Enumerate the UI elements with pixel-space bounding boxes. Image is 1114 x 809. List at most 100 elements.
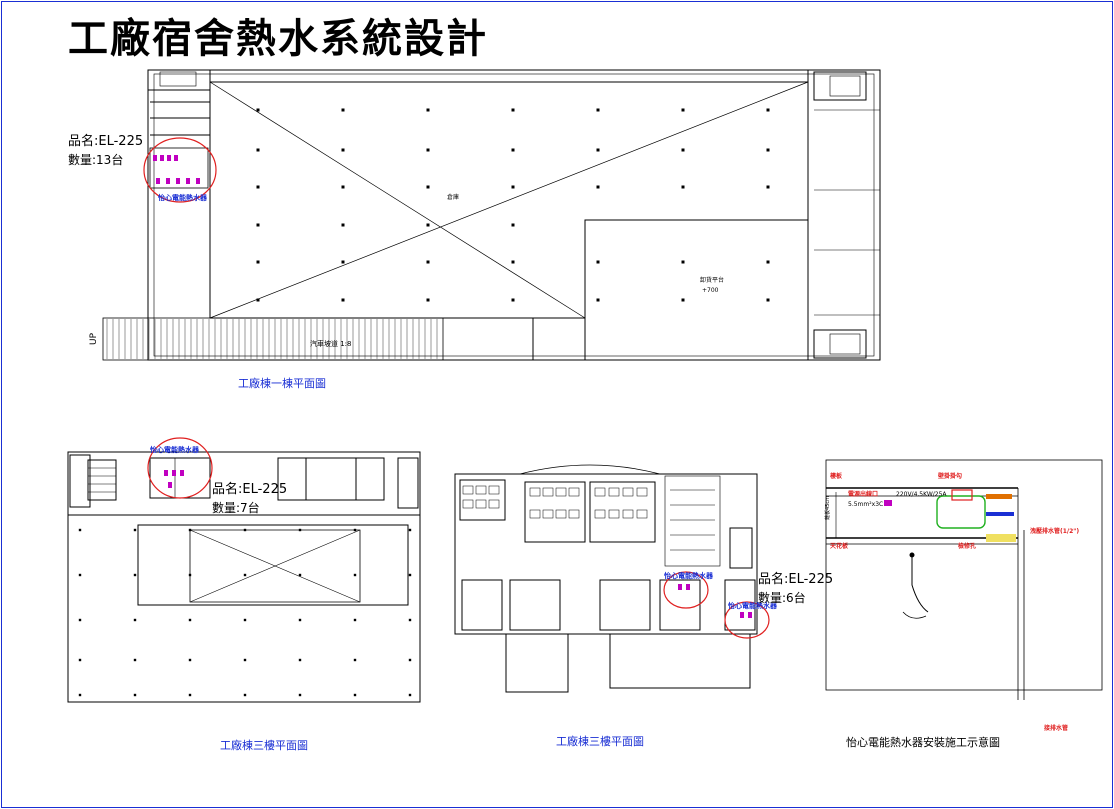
install-label-ceiling: 天花板	[830, 542, 849, 550]
desk-mark	[594, 487, 606, 497]
column-mark	[341, 185, 345, 189]
column-mark	[78, 693, 82, 697]
plan3-caption: 工廠棟三樓平面圖	[556, 735, 644, 748]
plan1-brand-label: 怡心電能熱水器	[158, 193, 208, 202]
column-mark	[511, 260, 515, 264]
column-mark	[133, 528, 137, 532]
plan3-heater-circle-b	[724, 601, 770, 639]
column-mark	[256, 108, 260, 112]
column-mark	[133, 573, 137, 577]
column-mark	[188, 658, 192, 662]
install-label-drain-out: 接排水管	[1043, 724, 1068, 732]
plan1-platform-level: +700	[702, 287, 719, 294]
column-mark	[133, 618, 137, 622]
plan3-model: 品名:EL-225	[758, 572, 834, 587]
install-label-power: 220V/4.5KW/25A	[896, 491, 947, 498]
desk-mark	[555, 487, 567, 497]
column-mark	[353, 618, 357, 622]
column-mark	[426, 260, 430, 264]
column-mark	[408, 618, 412, 622]
plan2-outer-wall	[67, 451, 421, 703]
plan2-third-floor	[67, 451, 421, 703]
desk-mark	[475, 499, 487, 509]
install-frame	[825, 459, 1103, 691]
column-mark	[426, 298, 430, 302]
desk-mark	[555, 509, 567, 519]
column-mark	[426, 108, 430, 112]
plan1-first-floor	[102, 69, 881, 361]
plan1-qty: 數量:13台	[68, 153, 124, 167]
column-mark	[341, 223, 345, 227]
column-mark	[188, 528, 192, 532]
column-mark	[78, 618, 82, 622]
plan3-brand-label-b: 怡心電能熱水器	[728, 601, 778, 610]
desk-mark	[608, 487, 620, 497]
plan1-area-label: 倉庫	[447, 193, 459, 201]
plan3-spec: 品名:EL-225 數量:6台	[758, 571, 833, 607]
column-mark	[256, 260, 260, 264]
column-mark	[341, 298, 345, 302]
column-mark	[341, 108, 345, 112]
column-mark	[133, 693, 137, 697]
plan1-up-label: UP	[89, 332, 99, 345]
column-mark	[408, 573, 412, 577]
wall-hook	[951, 489, 973, 501]
column-mark	[78, 573, 82, 577]
column-mark	[596, 298, 600, 302]
plan1-model: 品名:EL-225	[68, 134, 144, 149]
plan3-outer-wall	[454, 473, 758, 635]
desk-mark	[542, 487, 554, 497]
install-label-outlet: 電源出線口	[848, 490, 878, 498]
column-mark	[243, 618, 247, 622]
plan1-ramp	[102, 317, 444, 361]
plan3-brand-label-a: 怡心電能熱水器	[664, 571, 714, 580]
install-label-slab: 樓板	[830, 472, 843, 480]
column-mark	[256, 185, 260, 189]
install-label-hook: 壁掛掛勾	[938, 472, 962, 480]
desk-mark	[636, 487, 648, 497]
desk-mark	[475, 485, 487, 495]
column-mark	[511, 298, 515, 302]
heater-body	[936, 495, 986, 529]
column-mark	[256, 148, 260, 152]
desk-mark	[462, 485, 474, 495]
column-mark	[408, 658, 412, 662]
desk-mark	[529, 487, 541, 497]
plan3-heater-marks	[678, 584, 752, 618]
column-mark	[681, 298, 685, 302]
desk-mark	[542, 509, 554, 519]
column-mark	[766, 298, 770, 302]
column-mark	[681, 260, 685, 264]
vent-hole	[986, 534, 1016, 542]
desk-mark	[488, 499, 500, 509]
column-mark	[341, 148, 345, 152]
desk-mark	[529, 509, 541, 519]
column-mark	[681, 108, 685, 112]
column-mark	[243, 658, 247, 662]
column-mark	[596, 260, 600, 264]
column-mark	[353, 528, 357, 532]
column-mark	[511, 108, 515, 112]
column-mark	[596, 185, 600, 189]
plan2-spec: 品名:EL-225 數量:7台	[212, 481, 287, 517]
plan2-caption: 工廠棟三樓平面圖	[220, 739, 308, 752]
column-mark	[353, 573, 357, 577]
plan3-heater-circle-a	[663, 571, 709, 609]
desk-mark	[608, 509, 620, 519]
plan2-qty: 數量:7台	[212, 501, 260, 515]
column-mark	[766, 108, 770, 112]
desk-mark	[568, 509, 580, 519]
shower-hose	[911, 555, 929, 613]
desk-mark	[622, 487, 634, 497]
page-title: 工廠宿舍熱水系統設計	[68, 15, 488, 62]
install-label-outlet-spec: 5.5mm²x3C	[848, 501, 883, 508]
column-mark	[426, 148, 430, 152]
column-mark	[298, 693, 302, 697]
column-mark	[341, 260, 345, 264]
column-mark	[766, 260, 770, 264]
column-mark	[78, 658, 82, 662]
install-caption: 怡心電能熱水器安裝施工示意圖	[846, 736, 1000, 749]
plan1-outer-wall	[147, 69, 881, 361]
